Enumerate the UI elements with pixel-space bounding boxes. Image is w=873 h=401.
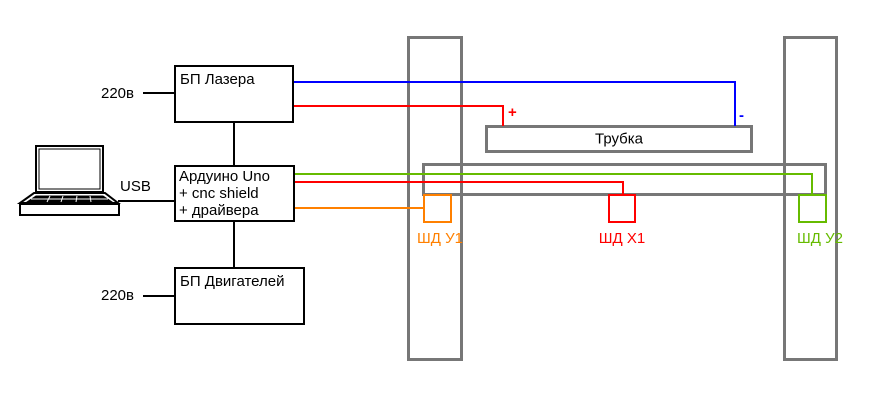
laser-psu-block	[174, 65, 294, 123]
right-rail	[783, 36, 838, 361]
tube-plus-label: +	[508, 104, 517, 121]
motor-x1-label: ШД X1	[599, 230, 645, 247]
laptop-icon	[16, 145, 121, 216]
motor-y1-label: ШД У1	[417, 230, 463, 247]
usb-label: USB	[120, 178, 151, 195]
arduino-label-line1: Ардуино Uno	[179, 168, 270, 185]
left-rail	[407, 36, 463, 361]
laser-psu-label: БП Лазера	[180, 71, 255, 88]
motor-y1-box	[423, 194, 452, 223]
laser-positive-wire	[293, 105, 504, 126]
mains-laser-label: 220в	[101, 85, 134, 102]
motor-x1-wire	[294, 181, 624, 195]
motor-y2-box	[798, 194, 827, 223]
mains-motor-label: 220в	[101, 287, 134, 304]
tube-label: Трубка	[595, 131, 644, 148]
gantry-beam	[422, 163, 827, 196]
arduino-label-line3: + драйвера	[179, 202, 259, 219]
motor-psu-block	[174, 267, 305, 325]
laser-negative-wire	[293, 81, 736, 126]
laser-tube	[485, 125, 753, 153]
motor-psu-label: БП Двигателей	[180, 273, 284, 290]
tube-minus-label: -	[739, 107, 744, 124]
motor-x1-box	[608, 194, 636, 223]
arduino-block	[174, 165, 295, 222]
motor-y2-wire	[294, 173, 813, 195]
arduino-label-line2: + cnc shield	[179, 185, 259, 202]
motor-y2-label: ШД У2	[797, 230, 843, 247]
